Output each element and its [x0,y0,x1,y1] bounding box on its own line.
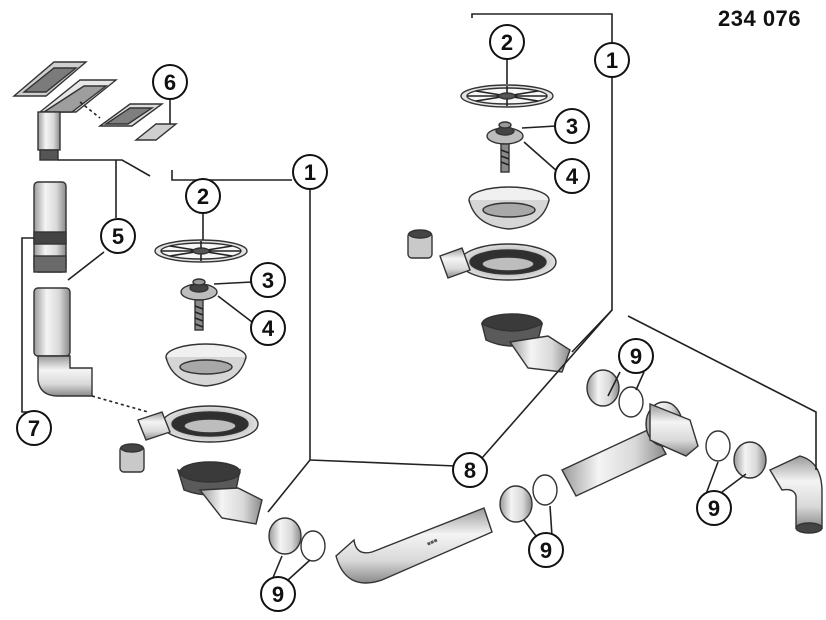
svg-text:2: 2 [501,30,513,55]
tee-branch [649,402,767,479]
callout-1-right: 1 [594,42,630,78]
waste-outlet-right [407,229,571,373]
waste-outlet-left [119,443,263,525]
callout-4-left: 4 [250,310,286,346]
callout-9-right: 9 [696,490,732,526]
nut-top [586,369,644,418]
leader-lines [21,13,817,581]
svg-text:■■■: ■■■ [426,538,439,548]
callout-6: 6 [152,64,188,100]
svg-text:9: 9 [708,496,720,521]
svg-text:2: 2 [197,184,209,209]
callout-9-bottom-left: 9 [260,576,296,612]
screw-left [194,299,204,331]
strainer-basket-left [165,343,247,387]
svg-text:3: 3 [262,268,274,293]
sink-waste-body-left [137,405,259,496]
svg-text:8: 8 [464,458,476,483]
svg-text:1: 1 [606,48,618,73]
elbow-outlet [769,455,823,534]
callout-2-right: 2 [489,24,525,60]
connecting-pipe-bottom: ■■■ [335,507,493,584]
nut-left-bottom [268,517,326,562]
svg-text:3: 3 [566,114,578,139]
svg-text:4: 4 [262,316,275,341]
part-number: 234 076 [718,6,802,31]
svg-text:6: 6 [164,70,176,95]
svg-text:9: 9 [272,582,284,607]
callout-7: 7 [16,410,52,446]
overflow-pipe [33,181,149,413]
callout-8: 8 [452,452,488,488]
overflow-insert [79,101,178,141]
svg-text:9: 9 [630,344,642,369]
nut-middle [499,474,558,523]
strainer-cap-left [154,239,248,263]
callout-3-left: 3 [250,262,286,298]
strainer-basket-right [468,186,550,230]
callout-3-right: 3 [554,108,590,144]
callout-9-top: 9 [618,338,654,374]
lock-nut-left [180,278,218,301]
sink-waste-body-right [439,243,557,347]
callout-9-bottom-middle: 9 [528,532,564,568]
svg-text:9: 9 [540,538,552,563]
strainer-cap-right [460,84,554,108]
screw-right [500,143,510,173]
callout-4-right: 4 [554,158,590,194]
svg-text:4: 4 [566,164,579,189]
overflow-cover [12,61,118,161]
callout-1-left: 1 [292,154,328,190]
svg-text:5: 5 [112,224,124,249]
lock-nut-right [486,121,524,145]
svg-text:7: 7 [28,416,40,441]
svg-text:1: 1 [304,160,316,185]
callout-2-left: 2 [185,178,221,214]
callout-5: 5 [100,218,136,254]
